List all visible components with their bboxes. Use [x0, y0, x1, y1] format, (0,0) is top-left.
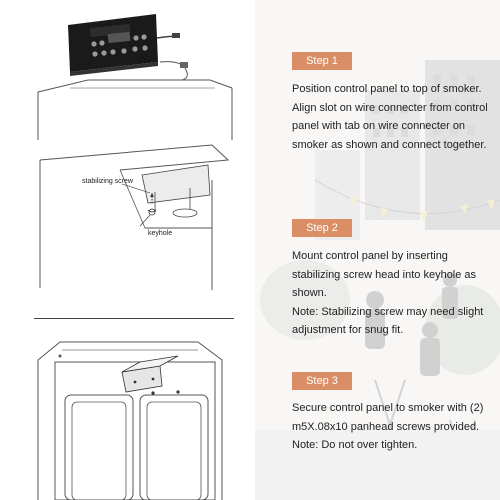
step-1-line-1: Position control panel to top of smoker.	[292, 83, 482, 95]
step-3-line-2: Note: Do not over tighten.	[292, 439, 418, 451]
step-1-text: Position control panel to top of smoker.…	[292, 80, 488, 154]
step-2-badge: Step 2	[292, 219, 352, 237]
step-2-text: Mount control panel by inserting stabili…	[292, 247, 488, 340]
step-3-badge: Step 3	[292, 372, 352, 390]
step-2-line-1: Mount control panel by inserting stabili…	[292, 250, 477, 299]
step-1-badge: Step 1	[292, 52, 352, 70]
stabilizing-screw-label: stabilizing screw	[82, 178, 133, 185]
background-photo	[255, 0, 500, 500]
step-3-line-1: Secure control panel to smoker with (2) …	[292, 402, 484, 433]
installation-diagram	[37, 14, 233, 500]
step-2-line-2: Note: Stabilizing screw may need slight …	[292, 305, 484, 337]
installation-illustrations: stabilizing screw keyhole	[34, 14, 234, 500]
keyhole-label: keyhole	[148, 230, 173, 237]
outdoor-scene-image	[255, 0, 500, 500]
section-divider	[34, 318, 234, 319]
step-3-text: Secure control panel to smoker with (2) …	[292, 399, 488, 455]
control-panel-image	[68, 14, 158, 76]
step-1-line-2: Align slot on wire connecter from contro…	[292, 101, 488, 151]
